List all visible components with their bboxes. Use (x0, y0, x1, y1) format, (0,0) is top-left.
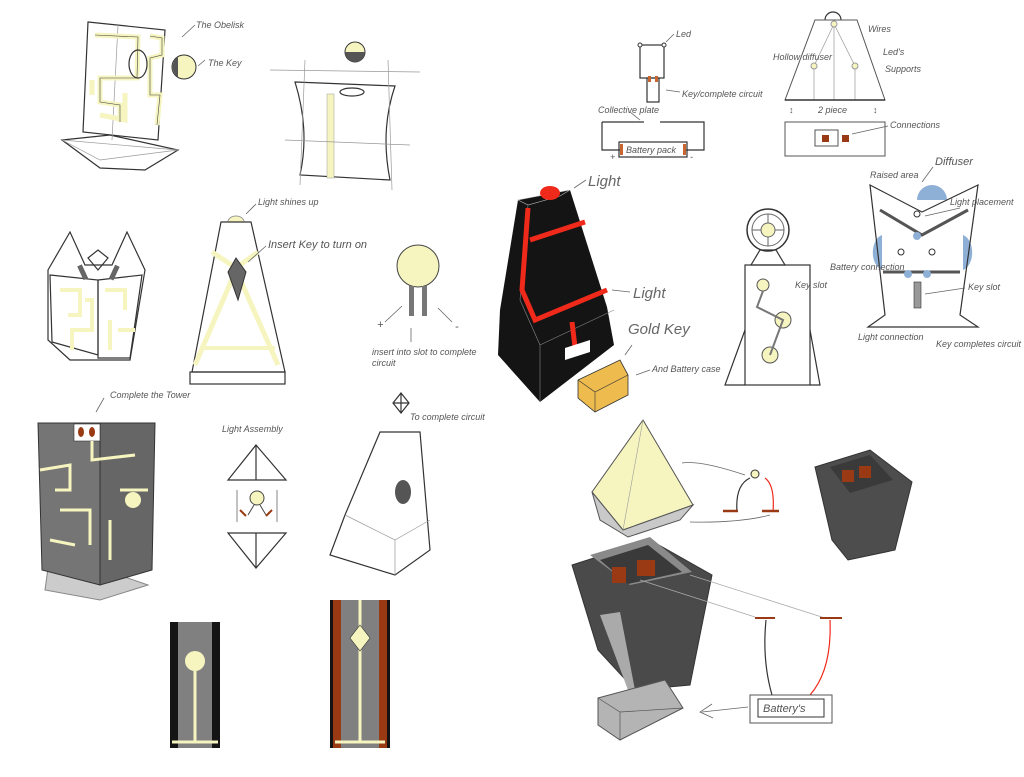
light-assembly-sketch: Light Assembly (222, 424, 288, 569)
gold-key-label: Gold Key (628, 321, 691, 338)
battery-case-label: And Battery case (651, 364, 721, 374)
leds-label: Led's (883, 47, 905, 57)
plus-label: + (610, 152, 615, 162)
fan-tower-sketch: Key slot (724, 208, 828, 386)
hollow-diffuser-label: Hollow diffuser (773, 52, 833, 62)
fan-key-slot-label: Key slot (795, 280, 828, 290)
arrow-glyph: ↕ (789, 105, 794, 115)
key-slot-label: Key slot (968, 282, 1001, 292)
key-completes-label: Key completes circuit (936, 339, 1022, 349)
led-sketch: + - (377, 244, 459, 342)
insert-key-label: Insert Key to turn on (268, 239, 367, 251)
battery-pack-label: Battery pack (626, 145, 677, 155)
light-shines-label: Light shines up (258, 197, 319, 207)
diffuser-tower-sketch: Diffuser Raised area Light placement Bat… (830, 156, 1022, 349)
panel-sketches (170, 600, 390, 748)
raised-area-label: Raised area (870, 170, 919, 180)
to-complete-label: To complete circuit (410, 412, 485, 422)
minus-label: - (690, 152, 693, 162)
obelisk-label: The Obelisk (196, 20, 245, 30)
supports-label: Supports (885, 64, 922, 74)
light-placement-label: Light placement (950, 197, 1014, 207)
led-minus-label: - (455, 321, 459, 333)
black-tower-sketch: Light Light Gold Key And Battery case (498, 173, 721, 413)
battery-label: Battery's (763, 703, 806, 715)
frame-box-sketch (269, 41, 421, 191)
light-side-label: Light (633, 285, 666, 302)
arrow-glyph: ↕ (873, 105, 878, 115)
collective-plate-label: Collective plate (598, 105, 659, 115)
obelisk-sketch: The Obelisk The Key (60, 20, 245, 171)
led-label: Led (676, 29, 692, 39)
insert-slot-label: insert into slot to complete circuit (372, 347, 477, 368)
gray-tower-sketch: Complete the Tower (37, 390, 191, 601)
white-tower-sketch: To complete circuit (329, 392, 485, 576)
light-top-label: Light (588, 173, 621, 190)
light-connection-label: Light connection (858, 332, 924, 342)
battery-connection-label: Battery connection (830, 262, 905, 272)
exploded-assembly-sketch: Battery's (571, 419, 913, 741)
diffuser-label: Diffuser (935, 156, 974, 168)
complete-tower-label: Complete the Tower (110, 390, 191, 400)
triangle-tower-sketch: Light shines up Insert Key to turn on (189, 197, 367, 385)
connections-label: Connections (890, 120, 941, 130)
led-plus-label: + (377, 319, 384, 331)
wires-label: Wires (868, 24, 891, 34)
light-assembly-title: Light Assembly (222, 424, 283, 434)
key-circuit-label: Key/complete circuit (682, 89, 763, 99)
diffuser-section-sketch: Wires Hollow diffuser Led's Supports 2 p… (773, 11, 941, 157)
horned-block-sketch (47, 230, 146, 361)
circuit-sketch: Battery pack + - Led Key/complete circui… (598, 29, 763, 162)
two-piece-label: 2 piece (817, 105, 847, 115)
key-label: The Key (208, 58, 242, 68)
